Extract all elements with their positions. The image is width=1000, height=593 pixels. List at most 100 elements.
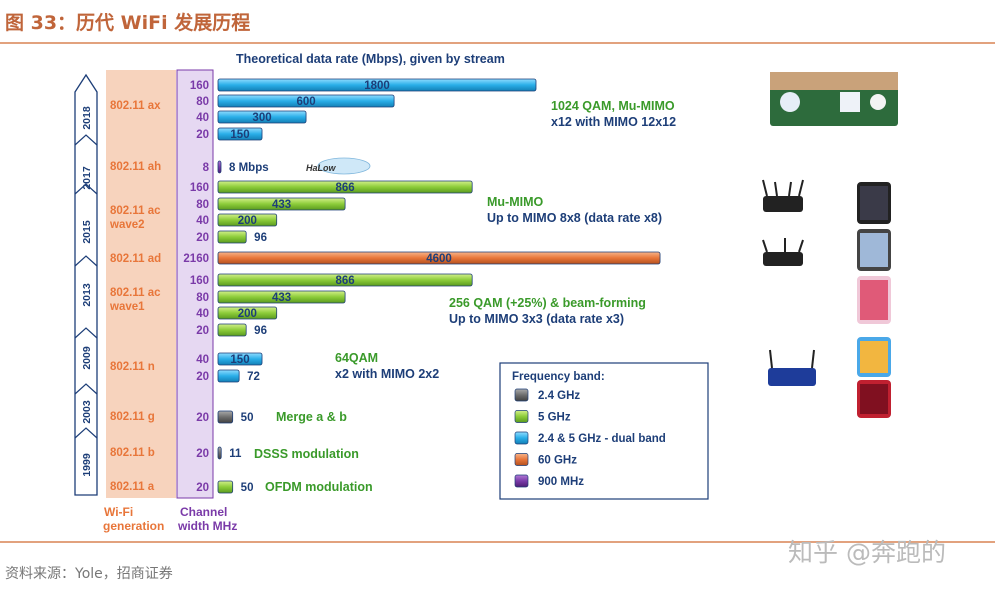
bar-row: 160 866 bbox=[190, 273, 473, 287]
legend-item-label: 5 GHz bbox=[538, 412, 571, 424]
legend-item-label: 2.4 GHz bbox=[538, 390, 580, 402]
phone-icon bbox=[857, 380, 891, 418]
channel-width-label: 40 bbox=[196, 112, 209, 124]
annotation-line2: x2 with MIMO 2x2 bbox=[335, 367, 439, 381]
bar-row: 160 1800 bbox=[190, 78, 537, 92]
channel-width-label: 20 bbox=[196, 232, 209, 244]
legend-swatch bbox=[514, 410, 529, 423]
year-label: 2017 bbox=[81, 166, 93, 190]
channel-width-label: 20 bbox=[196, 412, 209, 424]
channel-width-label: 8 bbox=[203, 162, 210, 174]
bar bbox=[217, 480, 234, 494]
bar-value-label: 8 Mbps bbox=[229, 162, 269, 174]
year-label: 2015 bbox=[81, 220, 93, 244]
legend-item-label: 60 GHz bbox=[538, 455, 577, 467]
legend-item-label: 2.4 & 5 GHz - dual band bbox=[538, 433, 666, 445]
channel-width-label: 40 bbox=[196, 215, 209, 227]
bar-value-label: 866 bbox=[335, 275, 354, 287]
generation-label: 802.11 b bbox=[110, 447, 155, 459]
bar bbox=[217, 352, 263, 366]
bar bbox=[217, 446, 222, 460]
legend-title: Frequency band: bbox=[512, 371, 605, 383]
bar-value-label: 11 bbox=[229, 448, 242, 460]
bar-row: 160 866 bbox=[190, 180, 473, 194]
bar bbox=[217, 410, 234, 424]
channel-width-label: 20 bbox=[196, 129, 209, 141]
generation-label: 802.11 ac bbox=[110, 287, 161, 299]
annotation-line1: 64QAM bbox=[335, 351, 378, 365]
year-label: 2018 bbox=[81, 106, 93, 130]
bar bbox=[217, 110, 307, 124]
annotation-line1: 256 QAM (+25%) & beam-forming bbox=[449, 296, 646, 310]
bar bbox=[217, 213, 278, 227]
channel-column-bg bbox=[176, 69, 214, 499]
legend-swatch bbox=[514, 453, 529, 466]
channel-width-label: 80 bbox=[196, 292, 209, 304]
router-icon bbox=[762, 238, 804, 266]
channel-width-label: 160 bbox=[190, 80, 209, 92]
router-icon bbox=[768, 349, 816, 386]
year-label: 1999 bbox=[81, 453, 93, 477]
channel-col-label-2: width MHz bbox=[177, 519, 237, 533]
generation-label: wave1 bbox=[109, 301, 145, 313]
bar-value-label: 50 bbox=[241, 482, 254, 494]
bar bbox=[217, 369, 240, 383]
bar bbox=[217, 94, 395, 108]
bar-row: 20 150 bbox=[196, 127, 263, 141]
bar-value-label: 96 bbox=[254, 325, 267, 337]
generation-col-label-2: generation bbox=[103, 519, 164, 533]
halow-logo-text: HaLow bbox=[306, 163, 337, 173]
legend-box bbox=[499, 362, 709, 500]
timeline-arrow bbox=[74, 73, 98, 496]
channel-width-label: 160 bbox=[190, 182, 209, 194]
annotation-line1: Mu-MIMO bbox=[487, 195, 544, 209]
bar bbox=[217, 306, 278, 320]
bar-value-label: 433 bbox=[272, 292, 291, 304]
channel-width-label: 20 bbox=[196, 448, 209, 460]
generation-label: 802.11 n bbox=[110, 361, 155, 373]
channel-width-label: 40 bbox=[196, 354, 209, 366]
generation-label: 802.11 g bbox=[110, 411, 155, 423]
bar bbox=[217, 180, 473, 194]
bar-value-label: 1800 bbox=[364, 80, 390, 92]
channel-width-label: 160 bbox=[190, 275, 209, 287]
annotation-line1: OFDM modulation bbox=[265, 480, 373, 494]
generation-label: 802.11 ac bbox=[110, 205, 161, 217]
generation-label: wave2 bbox=[109, 219, 145, 231]
bar-value-label: 866 bbox=[335, 182, 354, 194]
legend-item-label: 900 MHz bbox=[538, 476, 584, 488]
phone-icon bbox=[857, 229, 891, 271]
bar bbox=[217, 273, 473, 287]
channel-width-label: 40 bbox=[196, 308, 209, 320]
stadium-photo bbox=[770, 72, 898, 126]
year-label: 2003 bbox=[81, 400, 93, 424]
chart-title: Theoretical data rate (Mbps), given by s… bbox=[236, 52, 505, 66]
router-icon bbox=[762, 179, 804, 212]
annotation-line2: x12 with MIMO 12x12 bbox=[551, 115, 676, 129]
bar-value-label: 150 bbox=[230, 129, 249, 141]
legend: Frequency band: 2.4 GHz 5 GHz 2.4 & 5 GHz … bbox=[499, 362, 709, 500]
bar-value-label: 50 bbox=[241, 412, 254, 424]
annotation-line2: Up to MIMO 8x8 (data rate x8) bbox=[487, 211, 662, 225]
bar-value-label: 72 bbox=[247, 371, 260, 383]
legend-swatch bbox=[514, 431, 529, 445]
bar bbox=[217, 251, 661, 265]
channel-width-label: 20 bbox=[196, 371, 209, 383]
figure-title: 图 33：历代 WiFi 发展历程 bbox=[5, 12, 251, 34]
annotation-line2: Up to MIMO 3x3 (data rate x3) bbox=[449, 312, 624, 326]
bar bbox=[217, 323, 247, 337]
channel-width-label: 2160 bbox=[183, 253, 209, 265]
generation-col-label-1: Wi-Fi bbox=[104, 505, 133, 519]
bottom-divider bbox=[0, 541, 995, 543]
